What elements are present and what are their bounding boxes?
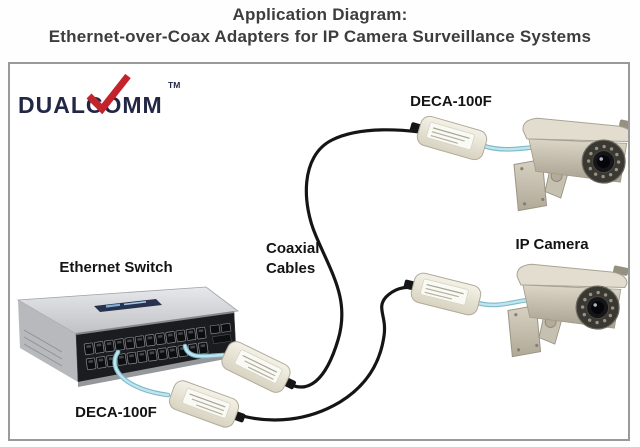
ethernet-switch-illustration [16,286,240,387]
diagram-artwork [16,111,628,434]
trademark-symbol: TM [168,80,181,90]
title-line-1: Application Diagram: [232,5,408,24]
diagram-frame: DUALCOMM TM DECA-100F IP Camera Coaxial … [8,62,630,441]
label-coaxial-line2: Cables [266,260,316,277]
eoc-adapter-camera-2 [400,268,484,318]
page-title: Application Diagram: Ethernet-over-Coax … [0,4,640,48]
ethernet-cable-paths [112,143,553,398]
ip-camera-illustration-1 [511,114,628,216]
switch-brand-plate [94,299,162,312]
eoc-adapter-switch-2 [166,377,251,434]
title-line-2: Ethernet-over-Coax Adapters for IP Camer… [48,27,592,46]
dualcomm-logo: DUALCOMM TM [16,73,216,128]
coax-cable-path-1 [284,128,422,389]
label-ip-camera: IP Camera [515,236,589,253]
eoc-adapter-camera-1 [405,111,490,163]
label-coaxial-cables: Coaxial Cables [266,239,319,279]
coax-cable-path-2 [230,285,415,422]
label-ethernet-switch: Ethernet Switch [59,259,173,276]
eoc-adapter-switch-1 [218,338,302,400]
ip-camera-illustration-2 [505,260,628,362]
switch-uplink-ports [209,322,232,344]
label-deca-100f-top: DECA-100F [410,93,492,110]
checkmark-icon [86,73,131,114]
label-coaxial-line1: Coaxial [266,240,320,257]
label-deca-100f-bottom: DECA-100F [75,404,157,421]
